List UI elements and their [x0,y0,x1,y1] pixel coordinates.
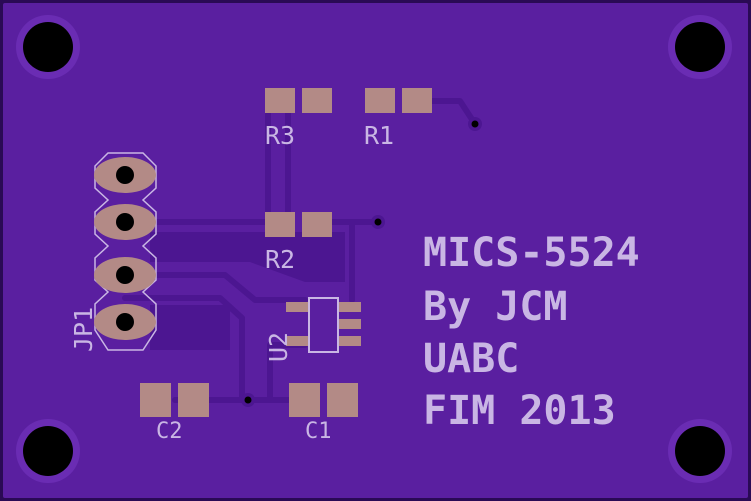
title-line-4: FIM 2013 [423,388,616,434]
jp1-header [94,152,157,351]
mounting-holes [16,15,732,483]
jp1-pin-3[interactable] [94,257,156,293]
title-line-3: UABC [423,336,519,382]
u2-pad-2 [286,336,309,346]
label-c2: C2 [156,419,183,444]
jp1-pin-1[interactable] [94,157,156,193]
r2-pad-1 [265,212,295,237]
label-r2: R2 [265,245,295,274]
label-r1: R1 [364,121,394,150]
title-line-2: By JCM [423,284,568,330]
u2-pad-4 [338,319,361,329]
u2-pad-5 [338,336,361,346]
c2-pad-2 [178,383,209,417]
r3-pad-1 [265,88,295,113]
r2-pad-2 [302,212,332,237]
c2-pad-1 [140,383,171,417]
title-line-1: MICS-5524 [423,230,640,276]
r1-pad-2 [402,88,432,113]
c1-pad-1 [289,383,320,417]
solder-mask [3,3,748,498]
u2-outline [308,297,339,353]
label-u2: U2 [264,332,293,362]
c1-pad-2 [327,383,358,417]
vias [241,117,482,407]
copper-pour [150,232,345,350]
label-jp1: JP1 [69,307,98,352]
label-r3: R3 [265,121,295,150]
smd-pads [140,88,432,417]
r1-pad-1 [365,88,395,113]
u2-pad-1 [286,302,309,312]
jp1-pin-4[interactable] [94,304,156,340]
r3-pad-2 [302,88,332,113]
label-c1: C1 [305,419,332,444]
jp1-pin-2[interactable] [94,204,156,240]
u2-pad-3 [338,302,361,312]
